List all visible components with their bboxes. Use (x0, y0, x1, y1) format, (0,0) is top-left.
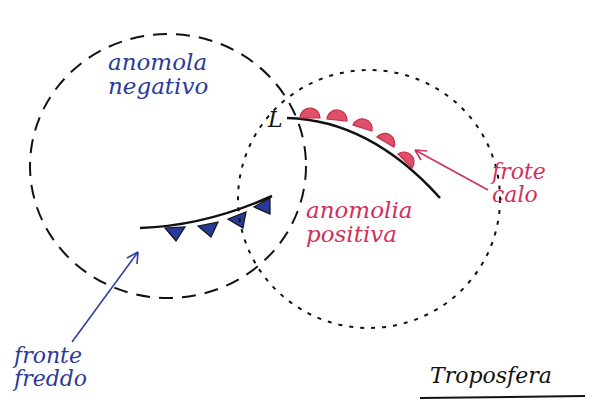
region-label: anomola negativo (108, 50, 248, 98)
front-label: fronte freddo (14, 344, 124, 390)
warm-front-line (287, 118, 440, 198)
cold-front-triangles (165, 198, 270, 241)
warm-front-semicircles (300, 108, 414, 168)
cold-front-line (140, 196, 272, 228)
arrow-head (415, 150, 427, 160)
arrow-head (127, 252, 138, 264)
front-label: frote calo (492, 160, 582, 206)
low-pressure-symbol: L (268, 108, 283, 131)
underline (420, 396, 585, 398)
leader-arrow (72, 252, 138, 342)
layer-title: Troposfera (430, 364, 552, 387)
anomaly-region: anomola negativo (28, 32, 308, 300)
leader-arrow (415, 150, 488, 190)
region-label: anomolia positiva (306, 198, 446, 246)
